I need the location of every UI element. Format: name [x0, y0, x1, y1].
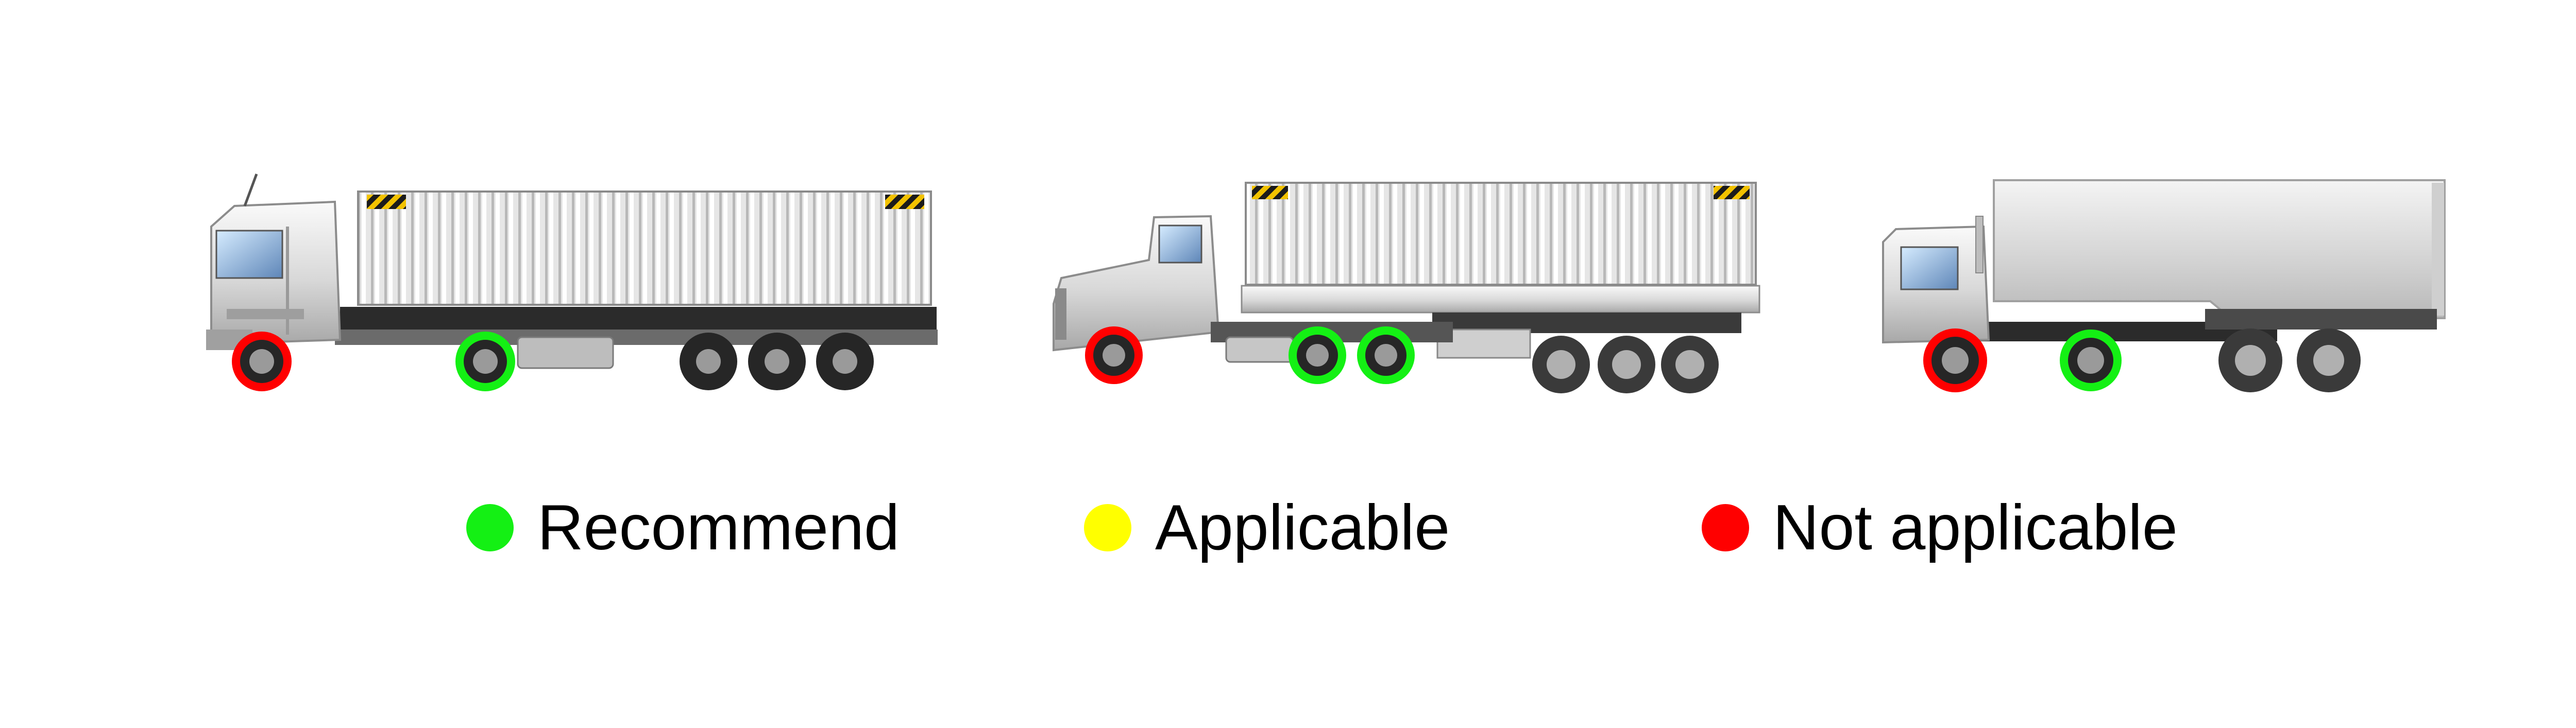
wheel-hub — [2313, 345, 2344, 376]
cab-window — [215, 230, 283, 279]
fuel-tank — [1225, 336, 1294, 363]
status-ring-v1-drive — [455, 332, 515, 391]
legend-label-not-applicable: Not applicable — [1773, 492, 2178, 563]
vehicle-3-box-truck — [1882, 179, 2446, 392]
wheel-hub — [2077, 347, 2104, 374]
wheel-hub — [696, 349, 721, 374]
status-ring-v3-steer — [1923, 328, 1987, 392]
legend-dot-recommend — [466, 504, 514, 551]
status-ring-v3-drive — [2060, 330, 2122, 391]
wheel-hub — [765, 349, 789, 374]
vehicle-2-conventional-truck — [1053, 182, 1760, 393]
hazard-stripe — [885, 195, 924, 209]
hazard-stripe — [1714, 186, 1750, 199]
trailer-skirt — [1436, 328, 1531, 359]
wheel-hub — [1103, 344, 1125, 367]
cab-door-line — [286, 227, 289, 335]
legend-item-applicable: Applicable — [1084, 484, 1450, 571]
legend: Recommend Applicable Not applicable — [0, 484, 2576, 571]
status-ring-v2-drive-1 — [1289, 326, 1346, 384]
wheel-hub — [249, 349, 274, 374]
legend-dot-applicable — [1084, 504, 1131, 551]
wheel-hub — [1547, 350, 1575, 379]
wheel-hub — [833, 349, 857, 374]
wheel-hub — [1306, 344, 1329, 367]
wheel-hub — [473, 349, 498, 374]
hood-grille — [1055, 288, 1066, 340]
status-ring-v2-drive-2 — [1357, 326, 1415, 384]
wheel-hub — [1612, 350, 1641, 379]
cab-window — [1900, 246, 1959, 290]
wheel-hub — [1942, 347, 1969, 374]
legend-label-applicable: Applicable — [1155, 492, 1450, 563]
legend-label-recommend: Recommend — [537, 492, 900, 563]
legend-dot-not-applicable — [1702, 504, 1749, 551]
cab-window — [1158, 224, 1202, 264]
legend-item-not-applicable: Not applicable — [1702, 484, 2178, 571]
vehicle-1-cabover-truck — [206, 174, 938, 390]
cargo-box — [1993, 179, 2446, 319]
fuel-tank — [517, 336, 614, 369]
wheel-hub — [2235, 345, 2266, 376]
wheel-hub — [1375, 344, 1397, 367]
cab-antenna — [243, 174, 258, 206]
hazard-stripe — [1252, 186, 1288, 199]
container-2 — [1245, 182, 1757, 286]
cargo-box-rear — [2432, 183, 2444, 316]
status-ring-v2-steer — [1085, 326, 1143, 384]
legend-item-recommend: Recommend — [466, 484, 900, 571]
cab-step — [227, 309, 304, 319]
wheel-hub — [1675, 350, 1704, 379]
container-1 — [357, 190, 932, 306]
chassis — [340, 307, 937, 330]
trailer-deck — [1241, 285, 1760, 314]
trucks-illustration — [206, 174, 2446, 393]
exhaust-stack — [1975, 216, 1984, 273]
status-ring-v1-steer — [232, 332, 292, 391]
axle-status-rings — [232, 326, 2122, 392]
hazard-stripe — [367, 195, 406, 209]
trailer-chassis — [2205, 309, 2437, 330]
